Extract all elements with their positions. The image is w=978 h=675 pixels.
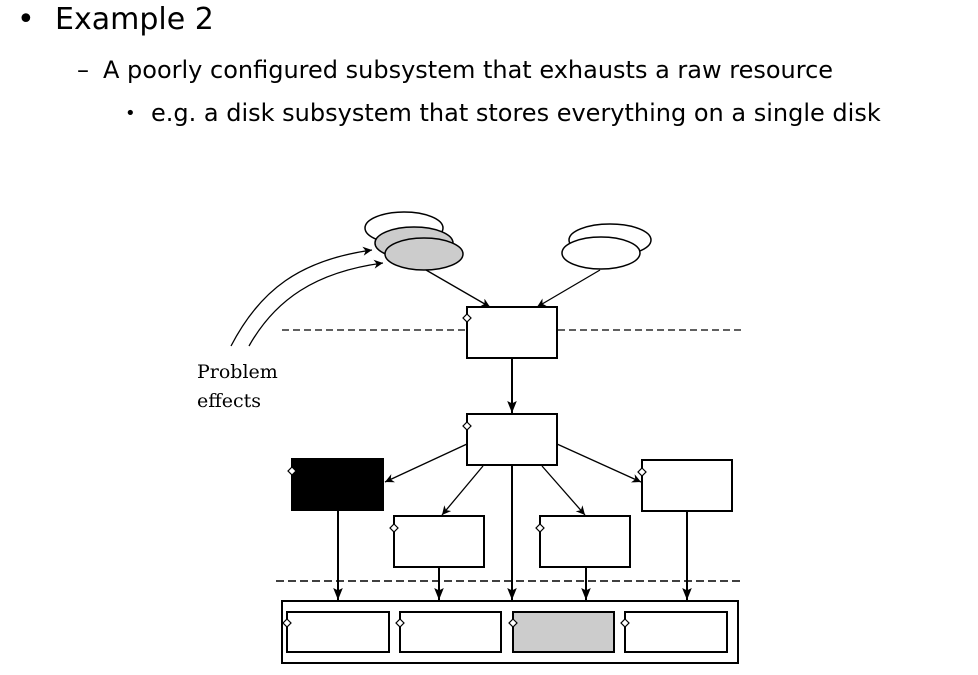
port-diamond-icon [535,523,545,533]
port-diamond-icon [462,313,472,323]
dispatcher-to-service-arrow [541,465,586,516]
port-diamond-icon [637,467,647,477]
port-diamond-icon [395,618,405,628]
disk-box [399,611,502,653]
dash-marker: – [77,56,89,84]
annotation-problem: Problem [197,361,278,383]
bullet-marker: • [125,103,136,124]
component-box [539,515,631,568]
disk-component [395,611,502,653]
bullet-text-disk-example: e.g. a disk subsystem that stores everyt… [151,99,881,127]
component-box [466,413,558,466]
dispatcher-to-service-arrow [556,443,642,483]
bullet-text-example-2: Example 2 [55,2,214,37]
component-box [466,306,558,359]
client-to-frontend-arrow [425,269,491,308]
dispatcher-to-service-arrow [441,465,484,516]
client-stack-left [364,211,464,271]
bullet-text-poorly-configured: A poorly configured subsystem that exhau… [103,56,834,84]
client-ellipse-front [561,236,641,270]
disk-box [286,611,390,653]
disk-component [282,611,390,653]
dispatcher-component [462,413,558,466]
disk-box [512,611,615,653]
service-component [389,515,485,568]
client-ellipse-affected [384,237,464,271]
disk-component [620,611,728,653]
port-diamond-icon [282,618,292,628]
annotation-effects: effects [197,390,261,412]
port-diamond-icon [287,466,297,476]
component-box [291,458,384,511]
frontend-component [462,306,558,359]
disk-box [624,611,728,653]
disk-component-affected [508,611,615,653]
component-box [641,459,733,512]
service-component-failed [287,458,384,511]
bullet-marker: • [17,2,35,37]
port-diamond-icon [389,523,399,533]
port-diamond-icon [462,421,472,431]
client-to-frontend-arrow [536,269,601,308]
component-box [393,515,485,568]
client-stack-right [561,223,652,270]
port-diamond-icon [508,618,518,628]
problem-effect-arrow [230,246,373,347]
dispatcher-to-service-arrow [384,443,468,483]
problem-effect-arrow [248,259,384,347]
service-component [535,515,631,568]
port-diamond-icon [620,618,630,628]
service-component [637,459,733,512]
